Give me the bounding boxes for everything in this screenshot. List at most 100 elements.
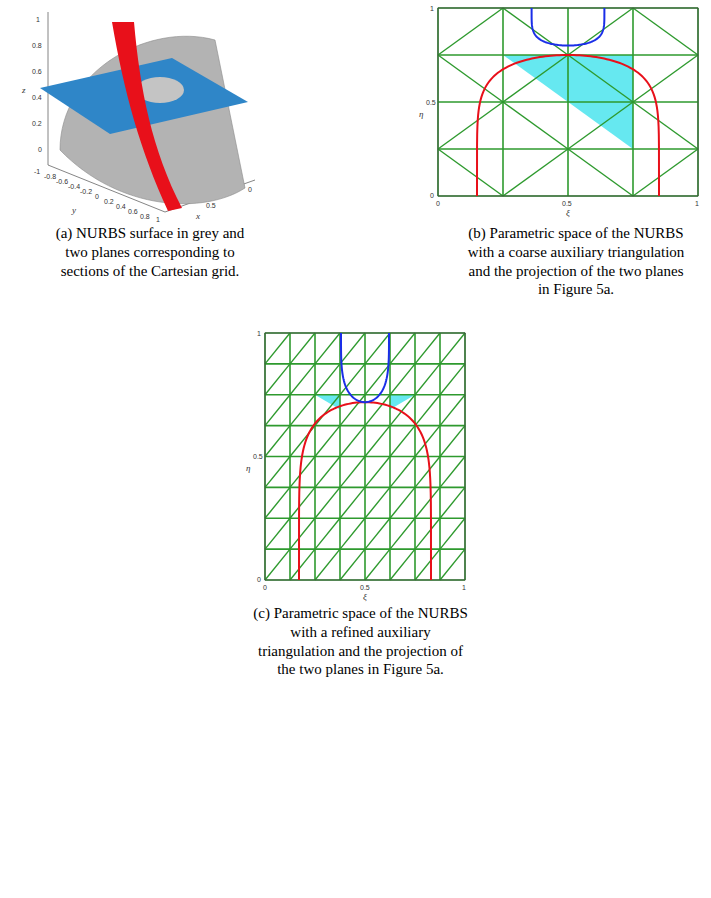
tick-label: 1 <box>430 5 434 12</box>
tick-label: 0.8 <box>140 213 150 220</box>
tick-label: 0 <box>248 186 252 193</box>
triangle-edge <box>340 426 365 457</box>
axis-label: η <box>246 464 250 473</box>
refined-parameter-plot <box>265 333 465 580</box>
triangle-edge <box>415 395 440 426</box>
plane-projection-red <box>299 402 431 580</box>
tick-label: 1 <box>462 584 466 591</box>
triangle-edge <box>440 549 465 580</box>
triangle-edge <box>390 487 415 518</box>
axis-label: ξ <box>363 593 367 602</box>
tick-label: 0 <box>257 576 261 583</box>
triangle-edge <box>290 333 315 364</box>
triangle-edge <box>440 487 465 518</box>
triangle-edge <box>415 518 440 549</box>
tick-label: 0.5 <box>253 453 263 460</box>
triangle-edge <box>315 457 340 488</box>
tick-label: -0.6 <box>56 178 68 185</box>
triangle-edge <box>438 149 503 196</box>
surface-plot <box>40 12 255 212</box>
tick-label: 0.6 <box>128 208 138 215</box>
triangle-edge <box>415 457 440 488</box>
triangle-edge <box>290 457 315 488</box>
triangle-edge <box>568 102 633 149</box>
triangle-edge <box>390 518 415 549</box>
triangle-edge <box>265 518 290 549</box>
tick-label: 0.4 <box>32 94 42 101</box>
triangle-edge <box>265 426 290 457</box>
triangle-edge <box>290 487 315 518</box>
subfigure-caption: (c) Parametric space of the NURBS with a… <box>253 604 468 679</box>
triangle-edge <box>315 518 340 549</box>
plot-frame <box>265 333 465 580</box>
triangle-edge <box>438 8 503 55</box>
axis-label: y <box>72 206 76 215</box>
triangle-edge <box>365 395 390 426</box>
axis-label: x <box>196 212 200 221</box>
triangle-edge <box>390 333 415 364</box>
triangle-edge <box>503 102 568 149</box>
tick-label: 1 <box>36 16 40 23</box>
triangle-edge <box>568 149 633 196</box>
triangle-edge <box>390 426 415 457</box>
triangle-edge <box>315 364 340 395</box>
axis-label: η <box>419 110 423 119</box>
subfigure-caption: (a) NURBS surface in grey and two planes… <box>45 224 255 280</box>
triangle-edge <box>390 364 415 395</box>
triangle-edge <box>265 333 290 364</box>
tick-label: 0 <box>436 200 440 207</box>
triangle-edge <box>290 518 315 549</box>
tick-label: 0.5 <box>562 200 572 207</box>
triangle-edge <box>633 8 698 55</box>
triangle-edge <box>440 518 465 549</box>
tick-label: 0.4 <box>116 203 126 210</box>
triangle-edge <box>340 395 365 426</box>
triangle-edge <box>440 426 465 457</box>
triangle-edge <box>568 55 633 102</box>
triangle-edge <box>440 364 465 395</box>
triangle-edge <box>340 518 365 549</box>
tick-label: 1 <box>257 330 261 337</box>
triangle-edge <box>315 333 340 364</box>
tick-label: 0.2 <box>104 198 114 205</box>
grid-line <box>438 101 698 103</box>
subfigure-caption: (b) Parametric space of the NURBS with a… <box>466 224 686 299</box>
triangle-edge <box>503 149 568 196</box>
triangle-edge <box>633 55 698 102</box>
triangle-edge <box>390 395 415 426</box>
triangle-edge <box>315 549 340 580</box>
tick-label: 0 <box>263 584 267 591</box>
tick-label: 1 <box>695 200 699 207</box>
triangle-edge <box>438 102 503 149</box>
triangle-edge <box>265 395 290 426</box>
tick-label: 0 <box>95 193 99 200</box>
triangle-edge <box>315 426 340 457</box>
triangle-edge <box>415 549 440 580</box>
triangle-edge <box>340 333 365 364</box>
triangle-edge <box>265 487 290 518</box>
plane-projection-blue <box>532 8 605 46</box>
triangle-edge <box>265 549 290 580</box>
triangle-edge <box>365 487 390 518</box>
triangle-edge <box>365 333 390 364</box>
triangle-edge <box>365 549 390 580</box>
triangle-edge <box>315 487 340 518</box>
triangle-edge <box>290 395 315 426</box>
plane-projection-red <box>477 55 659 196</box>
triangle-edge <box>290 549 315 580</box>
triangle-edge <box>390 457 415 488</box>
plane-projection-blue <box>341 333 389 402</box>
tick-label: 0.5 <box>426 99 436 106</box>
tick-label: 0.5 <box>360 584 370 591</box>
tick-label: -1 <box>34 168 40 175</box>
tick-label: 0.6 <box>32 68 42 75</box>
triangle-edge <box>415 364 440 395</box>
triangle-edge <box>568 8 633 55</box>
tick-label: -0.2 <box>80 188 92 195</box>
triangle-edge <box>415 487 440 518</box>
tick-label: -0.4 <box>68 183 80 190</box>
triangle-edge <box>415 333 440 364</box>
triangle-edge <box>503 8 568 55</box>
tick-label: 0 <box>38 146 42 153</box>
